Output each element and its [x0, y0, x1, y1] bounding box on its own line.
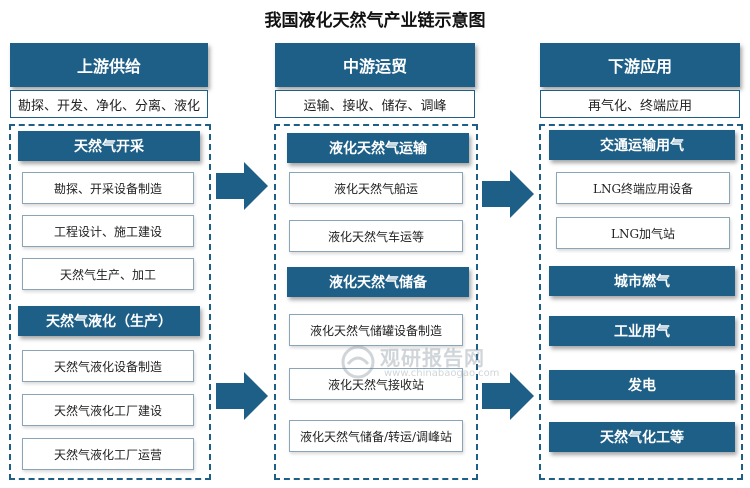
downstream-item: LNG终端应用设备 — [556, 172, 730, 204]
midstream-group — [274, 124, 478, 480]
midstream-item: 液化天然气车运等 — [289, 220, 463, 252]
upstream-item: 天然气液化设备制造 — [22, 350, 194, 382]
midstream-item: 液化天然气储罐设备制造 — [289, 314, 463, 346]
midstream-item: 液化天然气接收站 — [289, 368, 463, 400]
downstream-section-transport-gas: 交通运输用气 — [549, 130, 735, 160]
downstream-section-power: 发电 — [549, 370, 735, 400]
downstream-item: LNG加气站 — [556, 217, 730, 249]
upstream-summary: 勘探、开发、净化、分离、液化 — [10, 90, 208, 118]
upstream-item: 天然气液化工厂运营 — [22, 438, 194, 470]
midstream-item: 液化天然气储备/转运/调峰站 — [289, 420, 463, 452]
upstream-item: 天然气液化工厂建设 — [22, 394, 194, 426]
upstream-header: 上游供给 — [10, 43, 208, 87]
midstream-section-transport: 液化天然气运输 — [287, 133, 469, 163]
downstream-section-chemical: 天然气化工等 — [549, 422, 735, 452]
midstream-header: 中游运贸 — [275, 43, 475, 87]
upstream-group — [9, 124, 211, 480]
upstream-section-mining: 天然气开采 — [18, 131, 200, 161]
downstream-section-industrial-gas: 工业用气 — [549, 316, 735, 346]
flow-arrow-icon — [482, 170, 534, 218]
flow-arrow-icon — [482, 372, 534, 420]
downstream-header: 下游应用 — [540, 43, 740, 87]
downstream-summary: 再气化、终端应用 — [540, 90, 740, 118]
midstream-summary: 运输、接收、储存、调峰 — [275, 90, 475, 118]
downstream-section-city-gas: 城市燃气 — [549, 266, 735, 296]
flow-arrow-icon — [216, 372, 268, 420]
upstream-item: 工程设计、施工建设 — [22, 215, 194, 247]
midstream-section-storage: 液化天然气储备 — [287, 267, 469, 297]
upstream-section-liquefaction: 天然气液化（生产） — [18, 306, 200, 336]
upstream-item: 勘探、开采设备制造 — [22, 172, 194, 204]
midstream-item: 液化天然气船运 — [289, 172, 463, 204]
downstream-group — [539, 124, 743, 480]
diagram-title: 我国液化天然气产业链示意图 — [264, 11, 486, 31]
upstream-item: 天然气生产、加工 — [22, 258, 194, 290]
flow-arrow-icon — [216, 162, 268, 210]
